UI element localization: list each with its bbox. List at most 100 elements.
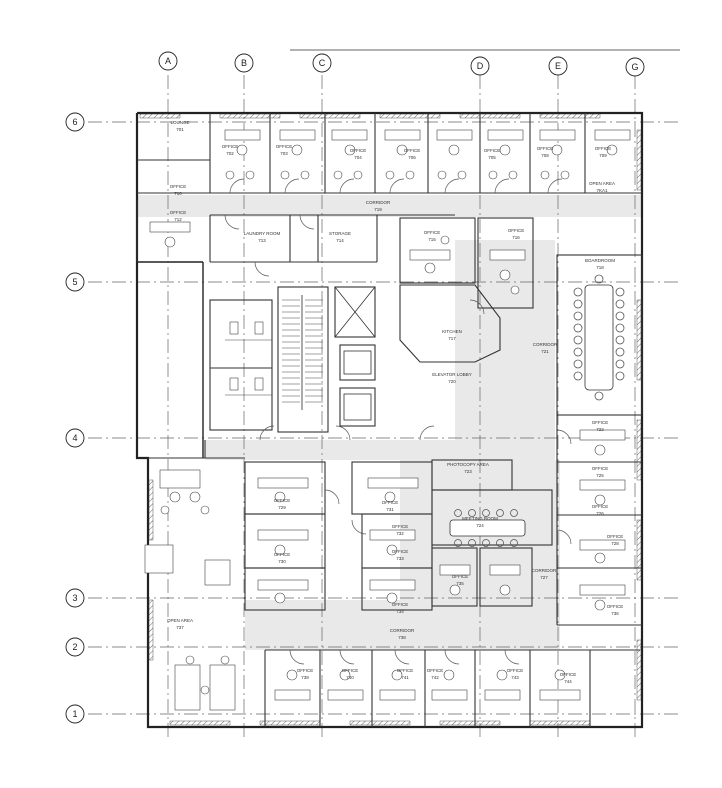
- svg-text:720: 720: [448, 379, 456, 384]
- svg-text:CORRIDOR: CORRIDOR: [533, 342, 558, 347]
- svg-text:738: 738: [398, 635, 406, 640]
- grid-bubble-c: C: [312, 53, 332, 73]
- washroom-fixtures: [225, 321, 272, 396]
- svg-text:OFFICE: OFFICE: [397, 668, 414, 673]
- svg-text:3: 3: [72, 593, 77, 603]
- svg-text:728: 728: [611, 541, 619, 546]
- svg-text:716: 716: [512, 235, 520, 240]
- svg-text:OFFICE: OFFICE: [508, 228, 525, 233]
- room-714: STORAGE 714: [329, 231, 351, 243]
- svg-text:OFFICE: OFFICE: [392, 524, 409, 529]
- svg-text:744: 744: [564, 679, 572, 684]
- room-723: PHOTOCOPY AREA 723: [447, 462, 489, 474]
- row-bubbles: 6 5 4 3 2 1: [65, 112, 85, 724]
- room-726: OFFICE 726: [592, 504, 609, 516]
- svg-text:OPEN AREA: OPEN AREA: [167, 618, 193, 623]
- svg-text:KITCHEN: KITCHEN: [442, 329, 462, 334]
- svg-text:OFFICE: OFFICE: [170, 184, 187, 189]
- svg-text:726: 726: [596, 511, 604, 516]
- grid-bubble-b: B: [234, 53, 254, 73]
- svg-text:ELEVATOR LOBBY: ELEVATOR LOBBY: [432, 372, 472, 377]
- svg-text:5: 5: [72, 277, 77, 287]
- svg-text:739: 739: [301, 675, 309, 680]
- room-744: OFFICE 744: [560, 672, 577, 684]
- svg-text:MEETING ROOM: MEETING ROOM: [462, 516, 498, 521]
- svg-text:A: A: [165, 56, 171, 66]
- svg-text:OFFICE: OFFICE: [592, 504, 609, 509]
- svg-text:OFFICE: OFFICE: [350, 148, 367, 153]
- svg-text:OFFICE: OFFICE: [595, 146, 612, 151]
- svg-text:STORAGE: STORAGE: [329, 231, 351, 236]
- svg-text:729: 729: [278, 505, 286, 510]
- svg-text:730: 730: [278, 559, 286, 564]
- room-704: OFFICE 704: [350, 148, 367, 160]
- room-721: CORRIDOR 721: [533, 342, 558, 354]
- svg-text:OFFICE: OFFICE: [342, 668, 359, 673]
- svg-text:OFFICE: OFFICE: [507, 668, 524, 673]
- svg-text:733: 733: [396, 556, 404, 561]
- room-722: OFFICE 722: [592, 420, 609, 432]
- svg-text:OFFICE: OFFICE: [297, 668, 314, 673]
- svg-text:BOARDROOM: BOARDROOM: [585, 258, 615, 263]
- svg-text:736: 736: [611, 611, 619, 616]
- svg-text:1: 1: [72, 709, 77, 719]
- svg-text:OFFICE: OFFICE: [560, 672, 577, 677]
- svg-text:PHOTOCOPY AREA: PHOTOCOPY AREA: [447, 462, 489, 467]
- exterior-walls: [135, 111, 644, 729]
- svg-text:732: 732: [396, 531, 404, 536]
- grid-bubble-2: 2: [65, 637, 85, 657]
- svg-text:722: 722: [596, 427, 604, 432]
- svg-text:7KA1: 7KA1: [596, 188, 608, 193]
- svg-text:OFFICE: OFFICE: [592, 466, 609, 471]
- svg-text:OFFICE: OFFICE: [592, 420, 609, 425]
- svg-text:735: 735: [456, 581, 464, 586]
- svg-text:714: 714: [336, 238, 344, 243]
- svg-text:715: 715: [428, 237, 436, 242]
- column-bubbles: A B C D E G: [158, 51, 645, 77]
- grid-bubble-g: G: [625, 57, 645, 77]
- svg-text:D: D: [477, 61, 484, 71]
- svg-text:6: 6: [72, 117, 77, 127]
- boardroom-table: [573, 274, 625, 401]
- interior-walls: [136, 113, 643, 727]
- svg-text:734: 734: [396, 609, 404, 614]
- svg-text:OFFICE: OFFICE: [274, 552, 291, 557]
- svg-text:CORRIDOR: CORRIDOR: [532, 568, 557, 573]
- svg-text:723: 723: [464, 469, 472, 474]
- door-swings: [224, 178, 572, 665]
- grid-bubble-1: 1: [65, 704, 85, 724]
- svg-text:OFFICE: OFFICE: [274, 498, 291, 503]
- svg-text:OFFICE: OFFICE: [484, 148, 501, 153]
- svg-text:2: 2: [72, 642, 77, 652]
- svg-text:OFFICE: OFFICE: [276, 144, 293, 149]
- room-720: ELEVATOR LOBBY 720: [432, 372, 472, 384]
- stair: [282, 295, 323, 410]
- svg-text:LOUNGE: LOUNGE: [170, 120, 189, 125]
- grid-bubble-4: 4: [65, 428, 85, 448]
- svg-text:721: 721: [541, 349, 549, 354]
- svg-text:704: 704: [354, 155, 362, 160]
- svg-text:743: 743: [511, 675, 519, 680]
- room-730: OFFICE 730: [274, 552, 291, 564]
